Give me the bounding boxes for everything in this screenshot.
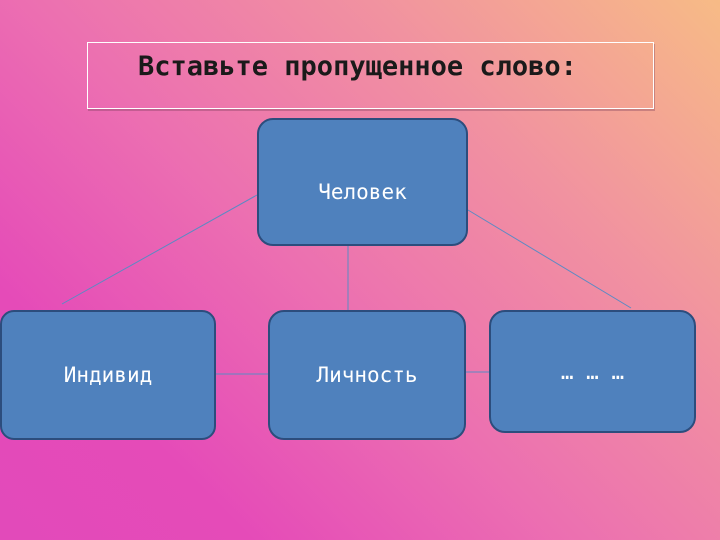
node-individual: Индивид [0,310,216,440]
node-missing-word: … … … [489,310,696,433]
connector-top-left [61,194,258,305]
node-individual-label: Индивид [63,363,153,387]
page-title: Вставьте пропущенное слово: [138,51,577,82]
node-person: Человек [257,118,468,246]
title-box: Вставьте пропущенное слово: [87,42,654,109]
node-missing-word-label: … … … [560,359,625,384]
node-person-label: Человек [318,180,407,204]
node-personality: Личность [268,310,466,440]
node-personality-label: Личность [316,363,418,387]
connector-top-right [467,209,632,309]
